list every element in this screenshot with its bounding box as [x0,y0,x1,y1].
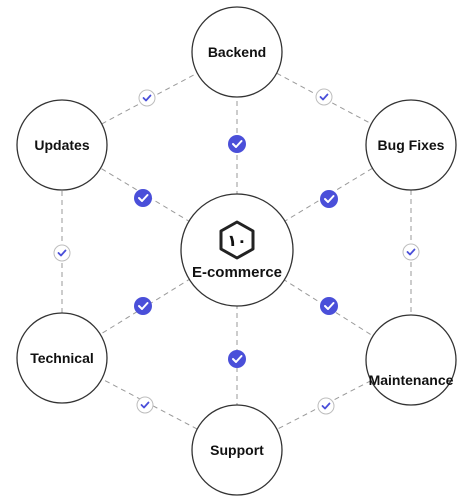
node-label-support: Support [210,442,264,458]
node-circle-backend [191,6,283,98]
spoke-check-updates-icon [134,189,152,207]
center-hub: ١٠ E-commerce [180,193,294,307]
ring-check-support-technical-icon [136,396,154,414]
spoke-check-support-icon [228,350,246,368]
node-technical: Technical [16,312,108,404]
ring-check-maintenance-support-icon [317,397,335,415]
node-label-maintenance: Maintenance [369,372,454,388]
node-circle-technical [16,312,108,404]
spoke-check-technical-icon [134,297,152,315]
node-label-bug-fixes: Bug Fixes [378,137,445,153]
node-backend: Backend [191,6,283,98]
node-circle-support [191,404,283,496]
hexagon-logo-icon: ١٠ [219,220,255,260]
node-label-updates: Updates [34,137,89,153]
spoke-check-bug-fixes-icon [320,190,338,208]
spoke-check-maintenance-icon [320,297,338,315]
ring-check-updates-backend-icon [138,89,156,107]
node-circle-maintenance [365,314,457,406]
check-badges [53,88,420,415]
node-updates: Updates [16,99,108,191]
logo-glyph: ١٠ [227,231,247,250]
ring-check-technical-updates-icon [53,244,71,262]
node-maintenance: Maintenance [365,314,457,406]
node-support: Support [191,404,283,496]
node-circle-updates [16,99,108,191]
node-bug-fixes: Bug Fixes [365,99,457,191]
node-label-backend: Backend [208,44,266,60]
node-label-technical: Technical [30,350,94,366]
spoke-check-backend-icon [228,135,246,153]
center-label: E-commerce [192,264,282,281]
ring-check-bug-fixes-maintenance-icon [402,243,420,261]
ring-check-backend-bug-fixes-icon [315,88,333,106]
node-circle-bug-fixes [365,99,457,191]
